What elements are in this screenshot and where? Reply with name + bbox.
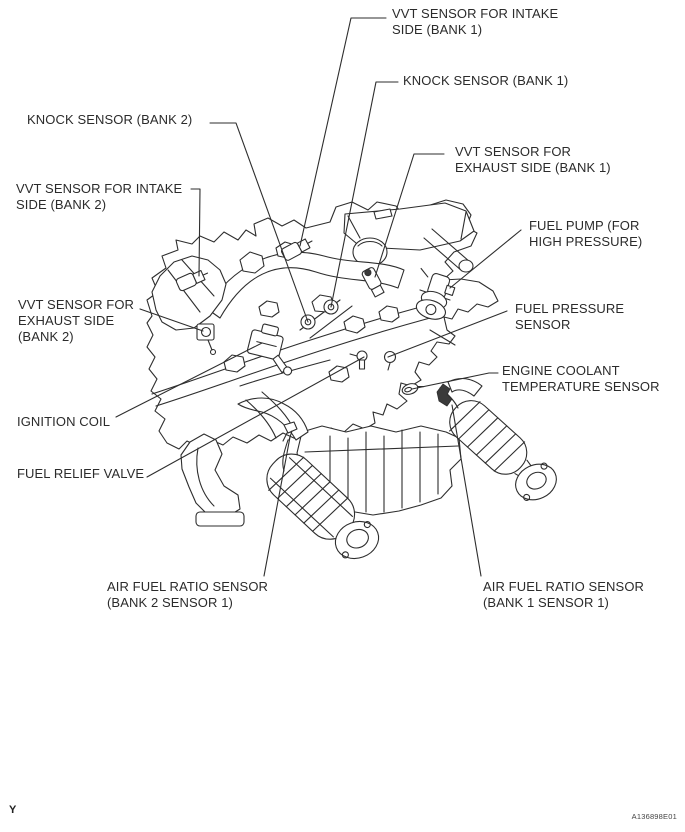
callout-line: FUEL RELIEF VALVE bbox=[17, 466, 145, 481]
leader-vvt-intake-bank1 bbox=[299, 17, 387, 247]
callout-line: FUEL PRESSURE bbox=[515, 301, 625, 316]
leader-air-fuel-bank1 bbox=[451, 404, 482, 577]
callout-line: (BANK 2) bbox=[18, 329, 74, 344]
callout-line: (BANK 2 SENSOR 1) bbox=[107, 595, 233, 610]
callout-line: SIDE (BANK 2) bbox=[16, 197, 107, 212]
callout-fuel-pressure-sensor: FUEL PRESSURE SENSOR bbox=[515, 301, 624, 333]
callout-line: AIR FUEL RATIO SENSOR bbox=[483, 579, 645, 594]
callout-ignition-coil: IGNITION COIL bbox=[17, 414, 110, 430]
callout-line: TEMPERATURE SENSOR bbox=[502, 379, 660, 394]
callout-line: FUEL PUMP (FOR bbox=[529, 218, 640, 233]
callout-line: EXHAUST SIDE bbox=[18, 313, 115, 328]
callout-fuel-relief-valve: FUEL RELIEF VALVE bbox=[17, 466, 144, 482]
page-marker: Y bbox=[9, 804, 17, 816]
callout-line: ENGINE COOLANT bbox=[502, 363, 620, 378]
callout-line: HIGH PRESSURE) bbox=[529, 234, 643, 249]
callout-knock-sensor-bank1: KNOCK SENSOR (BANK 1) bbox=[403, 73, 568, 89]
callout-vvt-sensor-exhaust-bank1: VVT SENSOR FOR EXHAUST SIDE (BANK 1) bbox=[455, 144, 611, 176]
callout-line: SIDE (BANK 1) bbox=[392, 22, 483, 37]
callout-line: AIR FUEL RATIO SENSOR bbox=[107, 579, 269, 594]
leader-air-fuel-bank2 bbox=[263, 436, 291, 577]
catalytic-converter-front bbox=[266, 453, 380, 560]
leader-knock-bank1 bbox=[330, 81, 399, 308]
vvt-sensor-intake-bank2 bbox=[175, 270, 209, 292]
fuel-pump-high-pressure bbox=[415, 267, 456, 320]
leader-ignition-coil bbox=[115, 342, 263, 418]
engine-body bbox=[146, 199, 499, 527]
callout-line: KNOCK SENSOR (BANK 1) bbox=[403, 73, 569, 88]
catalytic-converter-rear bbox=[439, 387, 557, 501]
engine-coolant-temperature-sensor bbox=[401, 383, 425, 395]
leader-fuel-pump bbox=[449, 229, 522, 289]
callout-air-fuel-ratio-sensor-bank1: AIR FUEL RATIO SENSOR (BANK 1 SENSOR 1) bbox=[483, 579, 644, 611]
leader-vvt-exhaust-bank1 bbox=[374, 153, 445, 278]
callout-vvt-sensor-intake-bank1: VVT SENSOR FOR INTAKE SIDE (BANK 1) bbox=[392, 6, 558, 38]
leader-vvt-exhaust-bank2 bbox=[139, 308, 204, 332]
callout-line: VVT SENSOR FOR INTAKE bbox=[392, 6, 559, 21]
air-fuel-ratio-sensor-bank1 bbox=[436, 383, 453, 407]
fuel-pressure-sensor bbox=[383, 350, 397, 371]
callout-line: KNOCK SENSOR (BANK 2) bbox=[27, 112, 193, 127]
ignition-coil bbox=[246, 323, 293, 376]
callout-vvt-sensor-exhaust-bank2: VVT SENSOR FOR EXHAUST SIDE (BANK 2) bbox=[18, 297, 134, 345]
leader-knock-bank2 bbox=[209, 122, 309, 323]
figure-code: A136898E01 bbox=[631, 812, 677, 821]
callout-line: VVT SENSOR FOR bbox=[18, 297, 135, 312]
callout-knock-sensor-bank2: KNOCK SENSOR (BANK 2) bbox=[27, 112, 192, 128]
leader-fuel-pressure bbox=[387, 310, 508, 358]
callout-line: EXHAUST SIDE (BANK 1) bbox=[455, 160, 611, 175]
vvt-sensor-exhaust-bank1 bbox=[361, 267, 385, 298]
callout-vvt-sensor-intake-bank2: VVT SENSOR FOR INTAKE SIDE (BANK 2) bbox=[16, 181, 182, 213]
leader-lines bbox=[115, 17, 522, 577]
fuel-relief-valve bbox=[349, 350, 368, 370]
callout-fuel-pump: FUEL PUMP (FOR HIGH PRESSURE) bbox=[529, 218, 642, 250]
leader-fuel-relief-valve bbox=[146, 356, 365, 478]
callout-line: VVT SENSOR FOR bbox=[455, 144, 572, 159]
leader-vvt-intake-bank2 bbox=[190, 188, 201, 277]
callout-air-fuel-ratio-sensor-bank2: AIR FUEL RATIO SENSOR (BANK 2 SENSOR 1) bbox=[107, 579, 268, 611]
callout-line: VVT SENSOR FOR INTAKE bbox=[16, 181, 183, 196]
leader-engine-coolant-temp bbox=[411, 372, 499, 390]
callout-engine-coolant-temperature-sensor: ENGINE COOLANT TEMPERATURE SENSOR bbox=[502, 363, 660, 395]
callout-line: (BANK 1 SENSOR 1) bbox=[483, 595, 609, 610]
callout-line: SENSOR bbox=[515, 317, 571, 332]
vvt-sensor-exhaust-bank2 bbox=[196, 323, 217, 356]
callout-line: IGNITION COIL bbox=[17, 414, 111, 429]
